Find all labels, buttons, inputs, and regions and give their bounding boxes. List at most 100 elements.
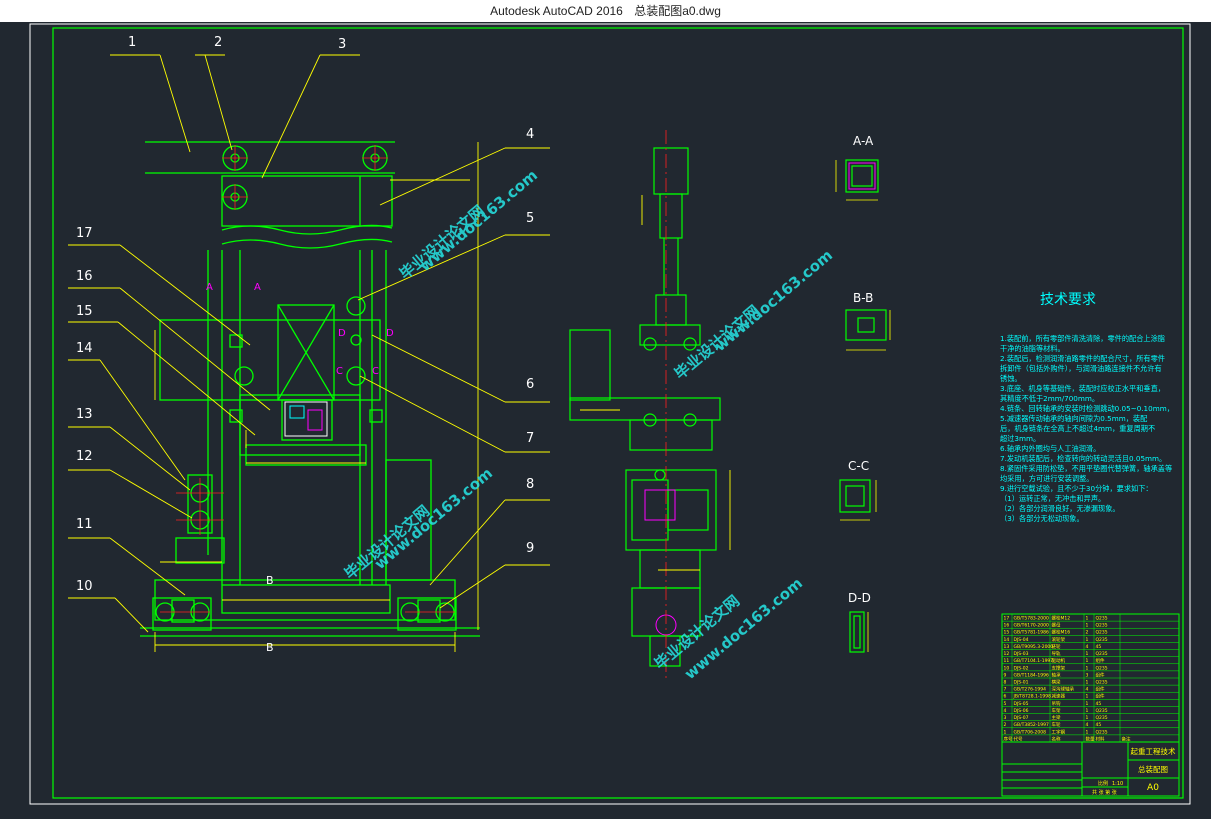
watermark-cn-3: 毕业设计论文网 [341,502,433,583]
side-view [569,147,721,667]
bom-cell: 支撑架 [1052,664,1066,671]
tech-requirements-text: 1.装配前，所有零部件清洗清除，零件的配合上涂脂 干净的油脂等材料。 2.装配后… [1000,334,1174,523]
section-a-hatch [848,162,876,190]
part-label-15: 15 [76,304,93,319]
bom-cell: DJS-07 [1014,715,1029,721]
bom-cell: 车架 [1052,707,1061,714]
bom-cell: 减速器 [1052,693,1066,700]
bom-cell: 吊钩 [1052,700,1061,707]
sheet-border-outer [29,23,1191,805]
svg-text:C: C [372,366,379,377]
svg-text:干净的油脂等材料。: 干净的油脂等材料。 [1000,344,1065,353]
svg-text:C: C [336,366,343,377]
bom-cell: 14 [1004,637,1010,643]
section-views [839,159,887,653]
bom-cell: 材料 [1096,735,1105,742]
svg-text:B: B [266,574,274,587]
bom-cell: 名称 [1052,735,1061,742]
drawing-name: 总装配图 [1138,764,1168,774]
bom-cell: 横梁 [1052,679,1061,686]
bom-cell: 工字钢 [1052,728,1066,735]
bom-cell: 4 [1086,644,1089,650]
bom-cell: 17 [1004,616,1010,622]
bom-cell: 滚轮架 [1052,636,1066,643]
part-label-4: 4 [526,127,534,142]
svg-text:8.紧固件采用防松垫，不用平垫圈代替弹簧，轴承盖等: 8.紧固件采用防松垫，不用平垫圈代替弹簧，轴承盖等 [1000,464,1172,473]
bom-cell: 主梁 [1052,714,1061,721]
bom-cell: 数量 [1086,735,1095,742]
drawing-svg: 1 2 3 4 5 6 7 8 9 10 11 12 13 14 15 16 1… [29,23,1191,805]
part-label-9: 9 [526,541,534,556]
bom-cell: 9 [1004,672,1007,678]
project-name: 起重工程技术 [1131,746,1176,756]
bom-cell: 螺栓M12 [1052,615,1071,622]
bom-cell: 1 [1086,651,1089,657]
watermarks: 毕业设计论文网 www.doc163.com 毕业设计论文网 www.doc16… [341,166,836,683]
bom-cell: 1 [1086,701,1089,707]
bom-cell: JB/T8728.1-1998 [1013,694,1052,700]
svg-text:5.减速器传动轴承的轴向间隙为0.5mm，装配: 5.减速器传动轴承的轴向间隙为0.5mm，装配 [1000,414,1147,423]
svg-text:均采用，方可进行安装调整。: 均采用，方可进行安装调整。 [1000,474,1093,483]
svg-text:D: D [386,328,394,339]
watermark-url-1: www.doc163.com [416,166,541,275]
drive-unit-detail [284,401,328,437]
bom-cell: 1 [1086,637,1089,643]
bom-cell: 45 [1096,644,1102,650]
svg-text:超过3mm。: 超过3mm。 [1000,434,1040,443]
bom-cell: 代号 [1014,735,1023,742]
side-view-dimensions [580,195,731,571]
bom-cell: GB/T7104.1-1997 [1014,658,1054,664]
bom-cell: Q235 [1096,729,1108,735]
bom-cell: 车轮 [1052,721,1061,728]
watermark-url-3: www.doc163.com [371,464,496,573]
bom-cell: 6 [1004,694,1007,700]
svg-text:（2）各部分润滑良好，无渗漏现象。: （2）各部分润滑良好，无渗漏现象。 [1000,504,1120,513]
svg-text:A: A [254,282,261,293]
bom-cell: Q235 [1096,708,1108,714]
part-label-11: 11 [76,517,93,532]
part-label-10: 10 [76,579,93,594]
sheet-count: 共 张 第 张 [1092,789,1117,796]
sheet-size: A0 [1147,783,1159,793]
bom-cell: 4 [1086,687,1089,693]
bom-cell: 2 [1004,722,1007,728]
title-block [1001,741,1180,797]
drawing-canvas[interactable]: 1 2 3 4 5 6 7 8 9 10 11 12 13 14 15 16 1… [0,22,1211,815]
bom-cell: Q235 [1096,715,1108,721]
bom-cell: 45 [1096,701,1102,707]
bom-cell: 轴承 [1052,671,1061,678]
section-d-title: D-D [848,591,871,605]
bom-cell: DJS-06 [1014,708,1029,714]
bom-cell: DJS-03 [1014,651,1029,657]
part-label-17: 17 [76,226,93,241]
bom-cell: 1 [1086,616,1089,622]
bom-cell: GB/T5781-1986 [1014,630,1050,636]
bom-cell: 3 [1086,672,1089,678]
svg-text:A: A [206,282,213,293]
bom-cell: Q235 [1096,637,1108,643]
bom-cell: 组件 [1096,671,1105,678]
bom-cell: 1 [1086,665,1089,671]
bom-cell: 1 [1086,623,1089,629]
bom-cell: 3 [1004,715,1007,721]
svg-text:后，机身链条在全高上不超过4mm，重复周期不: 后，机身链条在全高上不超过4mm，重复周期不 [1000,424,1155,433]
bom-cell: 2 [1086,630,1089,636]
bom-cell: 序号 [1004,735,1013,742]
window-title-bar: Autodesk AutoCAD 2016 总装配图a0.dwg [0,0,1211,22]
bom-cell: 5 [1004,701,1007,707]
bom-cell: 组件 [1096,686,1105,693]
part-label-8: 8 [526,477,534,492]
svg-text:其精度不低于2mm/700mm。: 其精度不低于2mm/700mm。 [1000,394,1099,403]
bom-cell: 驱动机 [1052,657,1066,664]
bom-cell: 导轨 [1052,650,1061,657]
part-label-7: 7 [526,431,534,446]
section-a-title: A-A [853,134,874,148]
bom-cell: DJS-05 [1014,701,1029,707]
part-label-5: 5 [526,211,534,226]
part-label-13: 13 [76,407,93,422]
dimensions-front [154,142,479,652]
svg-text:D: D [338,328,346,339]
bom-cell: Q235 [1096,680,1108,686]
view-marks: A A D D C C [206,282,394,377]
bom-cell: 1 [1086,729,1089,735]
